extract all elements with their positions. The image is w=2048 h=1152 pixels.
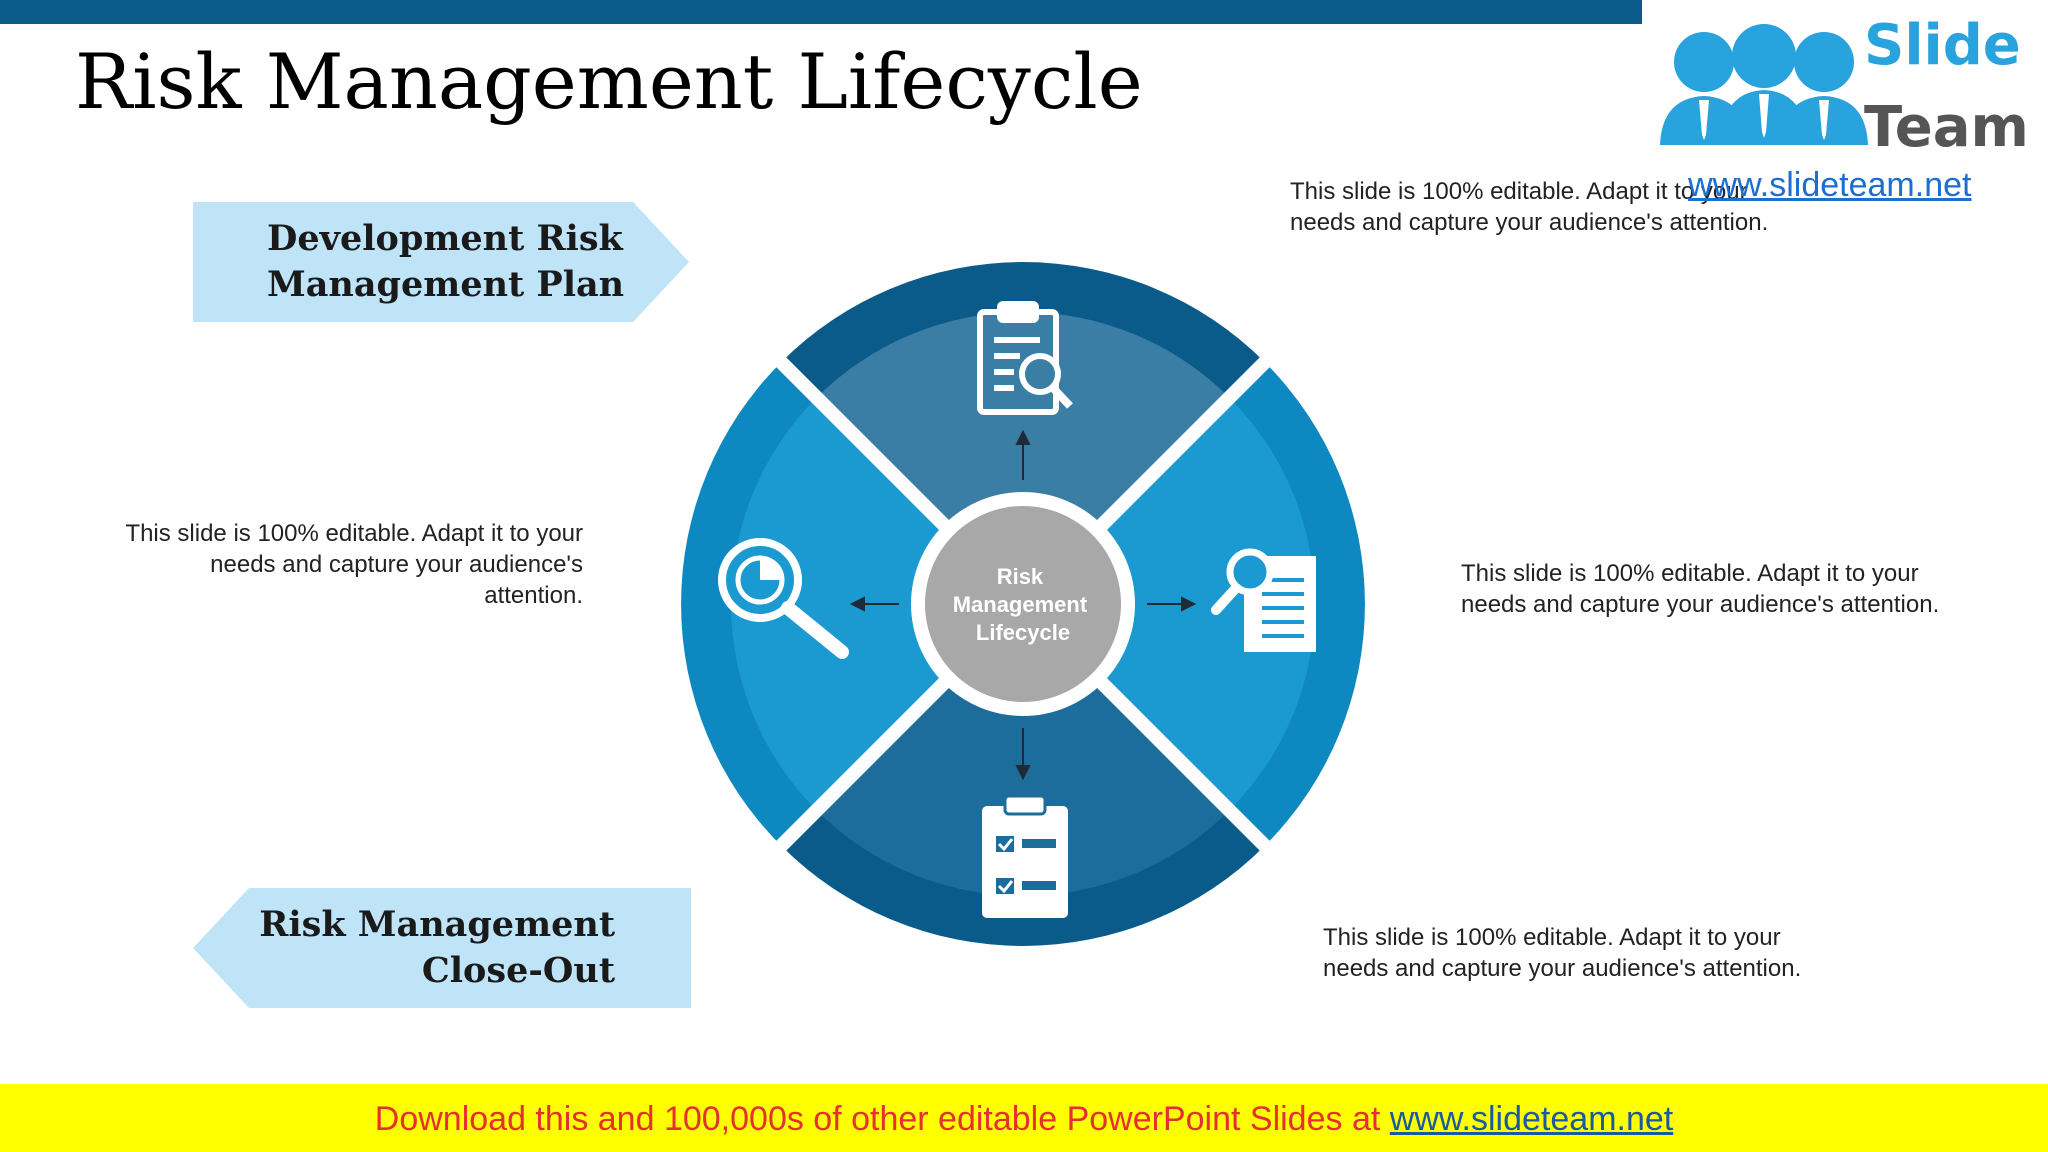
people-icon xyxy=(1660,24,1868,145)
footer-bar xyxy=(0,1084,2048,1152)
arrow-close-out-line2: Close-Out xyxy=(421,950,615,991)
description-left: This slide is 100% editable. Adapt it to… xyxy=(125,520,583,609)
arrow-close-out-line1: Risk Management xyxy=(259,904,615,945)
svg-text:Analyze Risks: Analyze Risks xyxy=(1358,462,1420,748)
arrow-close-out: Risk Management Close-Out xyxy=(193,888,693,1008)
clipboard-search-icon xyxy=(977,301,1073,415)
center-circle xyxy=(925,506,1121,702)
segment-label-monitor: Monitor & Control xyxy=(0,0,697,793)
logo-text-team: Team xyxy=(1864,95,2029,160)
svg-text:Risk Management Li: Risk Management Lifecycle xyxy=(953,564,1094,645)
center-line-3: Lifecycle xyxy=(976,620,1070,645)
svg-text:Monitor & Control: Monitor & Control xyxy=(620,190,697,793)
logo-url-link[interactable]: www.slideteam.net xyxy=(1688,166,1972,204)
description-bottom-right: This slide is 100% editable. Adapt it to… xyxy=(1323,924,1802,982)
checklist-icon xyxy=(982,794,1068,918)
slideteam-logo: Slide Team xyxy=(1642,0,2048,196)
top-bar xyxy=(0,0,1642,24)
description-top-right: This slide is 100% editable. Adapt it to… xyxy=(1290,178,1769,236)
magnifier-chart-icon xyxy=(718,538,849,659)
segment-label-analyze: Analyze Risks xyxy=(1358,462,1425,748)
document-magnifier-icon xyxy=(1211,548,1316,652)
footer-text: Download this and 100,000s of other edit… xyxy=(0,1100,2048,1139)
arrow-development-line2: Management Plan xyxy=(267,264,625,305)
center-line-2: Management xyxy=(953,592,1088,617)
arrow-development-plan: Development Risk Management Plan xyxy=(193,202,693,322)
description-right: This slide is 100% editable. Adapt it to… xyxy=(1461,560,1940,618)
footer-link[interactable]: www.slideteam.net xyxy=(1389,1100,1674,1138)
center-line-1: Risk xyxy=(997,564,1044,589)
segment-label-identify: Identify Risks xyxy=(881,196,1169,263)
lifecycle-diagram: Risk Management Lifecycle Identify Risks… xyxy=(0,0,1425,1020)
svg-text:Identify Risks: Identify Risks xyxy=(881,196,1169,263)
arrow-development-line1: Development Risk xyxy=(267,218,623,259)
logo-text-slide: Slide xyxy=(1864,13,2021,78)
footer-message: Download this and 100,000s of other edit… xyxy=(374,1100,1390,1138)
page-title: Risk Management Lifecycle xyxy=(75,37,1143,126)
